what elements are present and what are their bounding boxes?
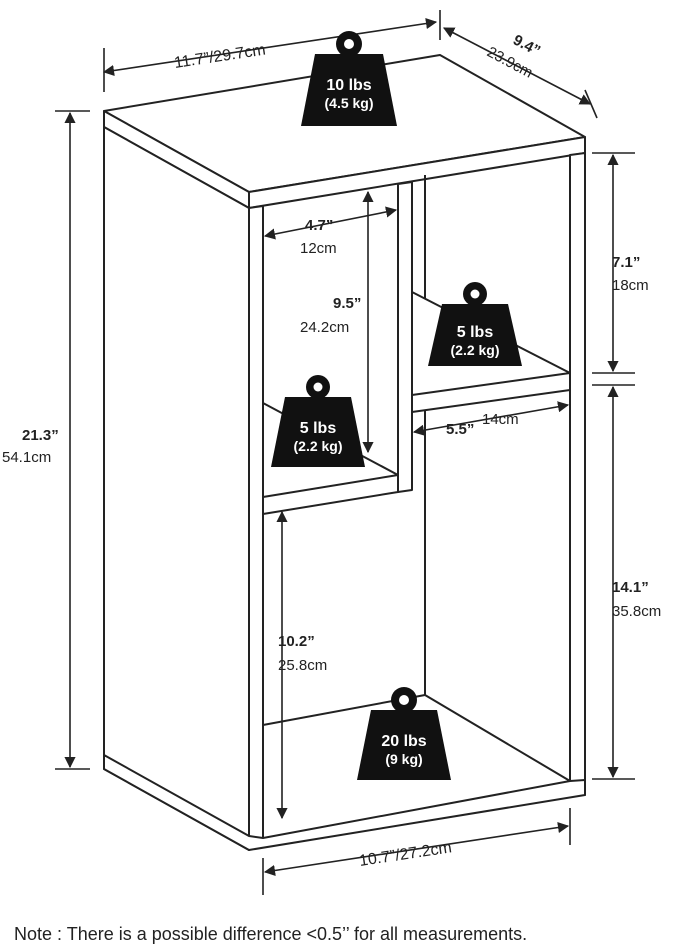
weight-left-shelf-kg: (2.2 kg) [293, 438, 342, 454]
right-bottom-height-cm-label: 35.8cm [612, 603, 661, 620]
top-cube-width-inch-label: 4.7” [305, 217, 333, 234]
bottom-cube-height-cm-label: 25.8cm [278, 657, 327, 674]
weight-right-shelf-lbs: 5 lbs [457, 324, 494, 341]
weight-icon-left-shelf: 5 lbs (2.2 kg) [271, 375, 365, 467]
height-cm-label: 54.1cm [2, 449, 51, 466]
left-cube-height-inch-label: 9.5” [333, 295, 361, 312]
measurement-note: Note : There is a possible difference <0… [14, 924, 527, 944]
top-cube-width-cm-label: 12cm [300, 240, 337, 257]
width-label: 11.7”/29.7cm [173, 42, 267, 72]
weight-bottom-kg: (9 kg) [385, 751, 422, 767]
bottom-cube-height-inch-label: 10.2” [278, 633, 315, 650]
bottom-width-label: 10.7”/27.2cm [358, 839, 453, 870]
right-top-height-cm-label: 18cm [612, 277, 649, 294]
right-cube-width-cm-label: 14cm [482, 411, 519, 428]
weight-bottom-lbs: 20 lbs [381, 733, 426, 750]
left-cube-height-cm-label: 24.2cm [300, 319, 349, 336]
weight-icon-bottom: 20 lbs (9 kg) [357, 687, 451, 780]
weight-right-shelf-kg: (2.2 kg) [450, 342, 499, 358]
height-inch-label: 21.3” [22, 427, 59, 444]
weight-icon-top: 10 lbs (4.5 kg) [301, 31, 397, 126]
dimension-lines [55, 10, 635, 895]
right-cube-width-inch-label: 5.5” [446, 421, 474, 438]
weight-icon-right-shelf: 5 lbs (2.2 kg) [428, 282, 522, 366]
right-bottom-height-inch-label: 14.1” [612, 579, 649, 596]
bookshelf-drawing [103, 54, 586, 851]
weight-left-shelf-lbs: 5 lbs [300, 420, 337, 437]
weight-top-kg: (4.5 kg) [324, 95, 373, 111]
weight-top-lbs: 10 lbs [326, 77, 371, 94]
right-top-height-inch-label: 7.1” [612, 254, 640, 271]
